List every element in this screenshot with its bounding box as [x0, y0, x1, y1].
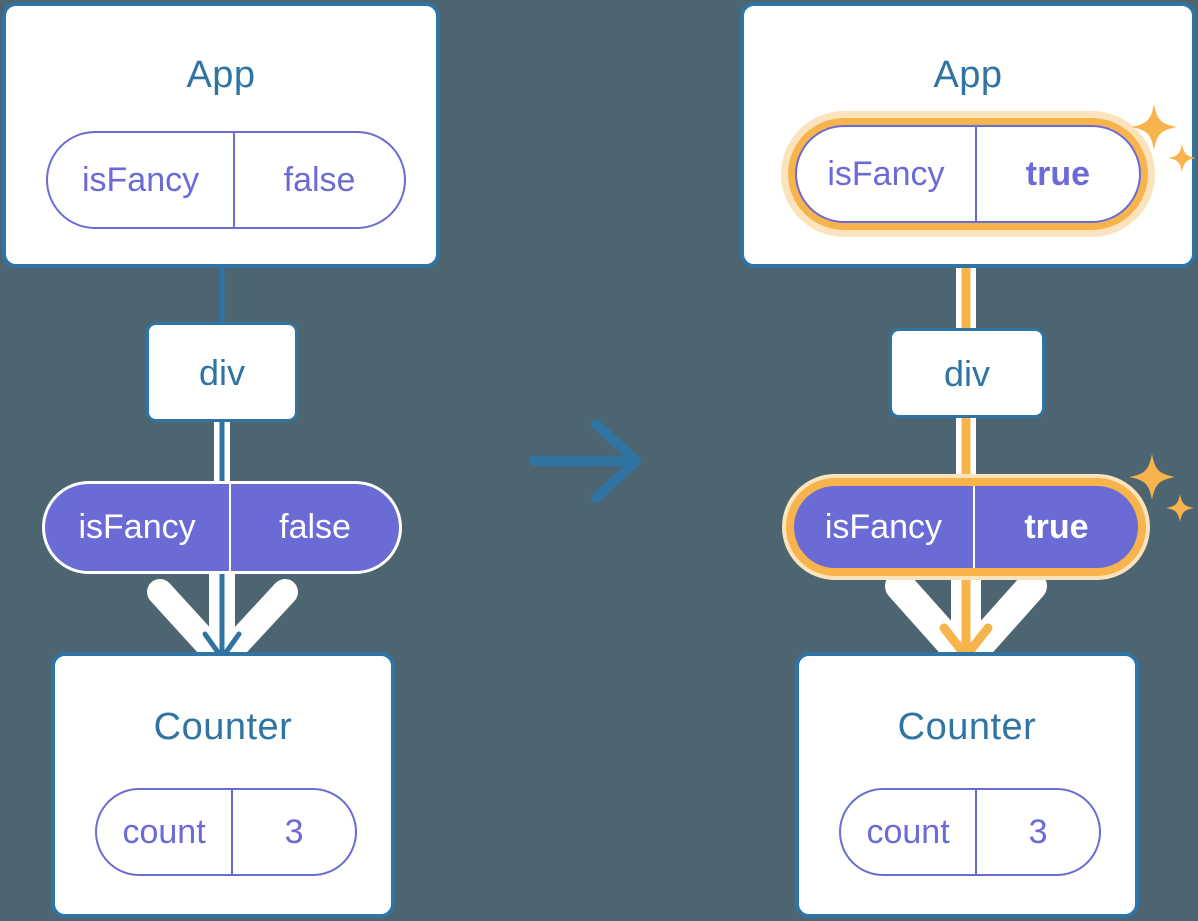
prop-key-before: isFancy: [78, 508, 196, 546]
div-box-before: [146, 322, 298, 422]
prop-value-before: false: [229, 484, 399, 571]
counter-state-key-after: count: [866, 812, 950, 851]
counter-state-pill-before: count 3: [95, 788, 357, 876]
div-label-before: div: [198, 352, 246, 393]
counter-state-value-before: 3: [231, 790, 355, 874]
prop-highlight-after: isFancy true: [782, 474, 1150, 580]
div-label-after: div: [943, 353, 991, 394]
app-state-highlight-after: isFancy true: [788, 118, 1148, 230]
prop-key-after: isFancy: [824, 507, 942, 546]
div-box-after: [889, 328, 1045, 418]
counter-title-after: Counter: [897, 706, 1037, 748]
app-state-pill-before: isFancy false: [46, 131, 406, 229]
transition-arrow-icon: [529, 419, 641, 503]
counter-state-value-after: 3: [975, 790, 1099, 874]
app-state-value-after: true: [974, 127, 1139, 221]
prop-pill-after: isFancy true: [794, 486, 1138, 568]
app-box-before: App isFancy false: [2, 2, 440, 268]
counter-box-before: Counter count 3: [51, 652, 395, 918]
app-state-pill-after: isFancy true: [795, 125, 1141, 223]
counter-state-pill-after: count 3: [839, 788, 1101, 876]
app-title-before: App: [186, 54, 256, 96]
app-title-after: App: [933, 54, 1003, 96]
prop-pill-before: isFancy false: [42, 481, 402, 574]
counter-box-after: Counter count 3: [795, 652, 1139, 918]
counter-title-before: Counter: [153, 706, 293, 748]
prop-value-after: true: [972, 486, 1138, 568]
app-state-key-before: isFancy: [81, 160, 200, 199]
app-state-value-before: false: [233, 133, 404, 227]
white-arrow-left: [147, 547, 298, 673]
app-state-key-after: isFancy: [827, 154, 945, 193]
counter-state-key-before: count: [122, 812, 206, 851]
